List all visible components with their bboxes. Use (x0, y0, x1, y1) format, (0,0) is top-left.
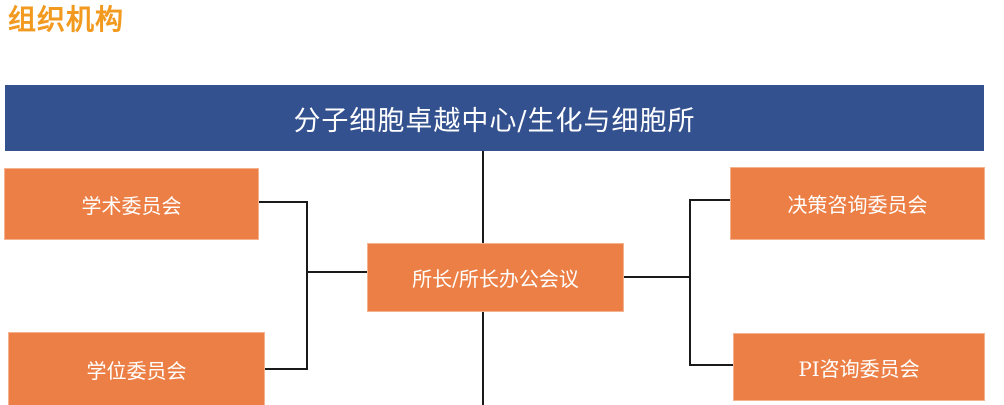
org-box-label: 决策咨询委员会 (787, 193, 928, 217)
org-root-box: 分子细胞卓越中心/生化与细胞所 (5, 85, 984, 151)
left-bracket-line (258, 201, 308, 370)
page-title: 组织机构 (8, 3, 125, 36)
org-box-label: 学位委员会 (86, 358, 187, 383)
org-box-director: 所长/所长办公会议 (368, 244, 623, 311)
org-box-label: PI咨询委员会 (798, 356, 920, 381)
org-box-pi-advisory: PI咨询委员会 (734, 334, 984, 400)
org-box-degree-committee: 学位委员会 (9, 333, 264, 405)
org-box-academic-committee: 学术委员会 (5, 169, 258, 239)
org-root-label: 分子细胞卓越中心/生化与细胞所 (293, 105, 696, 137)
org-box-label: 学术委员会 (81, 193, 182, 218)
right-bracket-line (689, 199, 734, 366)
org-box-decision-advisory: 决策咨询委员会 (731, 168, 984, 239)
org-box-label: 所长/所长办公会议 (412, 267, 579, 291)
